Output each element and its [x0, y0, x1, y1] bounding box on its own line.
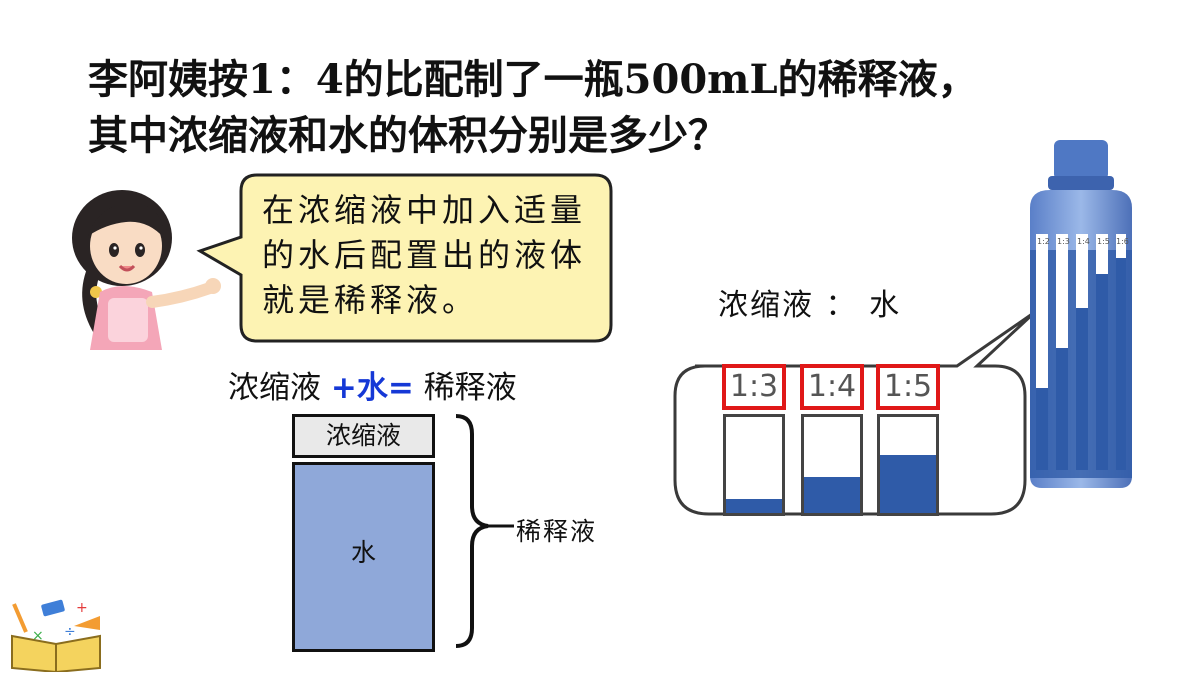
formula: 浓缩液 +水= 稀释液: [228, 362, 517, 407]
svg-text:÷: ÷: [64, 624, 76, 640]
cup-liquid: [726, 498, 782, 513]
ratio-cup-1: [723, 414, 785, 516]
bubble-text: 在浓缩液中加入适量的水后配置出的液体就是稀释液。: [262, 191, 587, 319]
math-book-icon: + × ÷: [11, 599, 101, 672]
formula-plus: +: [330, 370, 357, 406]
speech-bubble: [196, 173, 613, 343]
ratio-label-2: 1:4: [800, 364, 864, 410]
bottle-label-5: 1:6: [1116, 237, 1129, 246]
bottle-label-2: 1:3: [1057, 237, 1070, 246]
bottle-label-1: 1:2: [1037, 237, 1050, 246]
girl-illustration: [72, 190, 221, 350]
water-block: 水: [292, 462, 435, 652]
formula-diluted: 稀释液: [423, 370, 517, 406]
ratio-label-1: 1:3: [722, 364, 786, 410]
ratio-caption: 浓缩液 ： 水: [718, 288, 902, 323]
formula-equals: =: [387, 370, 414, 406]
question-line-2: 其中浓缩液和水的体积分别是多少？: [88, 112, 728, 159]
cup-liquid: [880, 455, 936, 513]
ratio-label-3: 1:5: [876, 364, 940, 410]
svg-text:×: ×: [32, 628, 44, 644]
svg-text:+: +: [76, 600, 88, 616]
ratio-cup-2: [801, 414, 863, 516]
concentrate-block: 浓缩液: [292, 414, 435, 458]
ratio-cup-3: [877, 414, 939, 516]
bottle-label-3: 1:4: [1077, 237, 1090, 246]
question-title: 李阿姨按1：4的比配制了一瓶500mL的稀释液， 其中浓缩液和水的体积分别是多少…: [88, 52, 1088, 164]
brace-icon: [455, 414, 514, 648]
formula-concentrate: 浓缩液: [228, 370, 321, 406]
diluted-label: 稀释液: [516, 517, 598, 546]
bottle-illustration: 1:2 1:3 1:4 1:5 1:6: [1030, 140, 1132, 488]
cup-liquid: [804, 476, 860, 513]
bottle-label-4: 1:5: [1097, 237, 1110, 246]
question-line-1: 李阿姨按1：4的比配制了一瓶500mL的稀释液，: [88, 56, 978, 103]
formula-water: 水: [356, 370, 388, 406]
